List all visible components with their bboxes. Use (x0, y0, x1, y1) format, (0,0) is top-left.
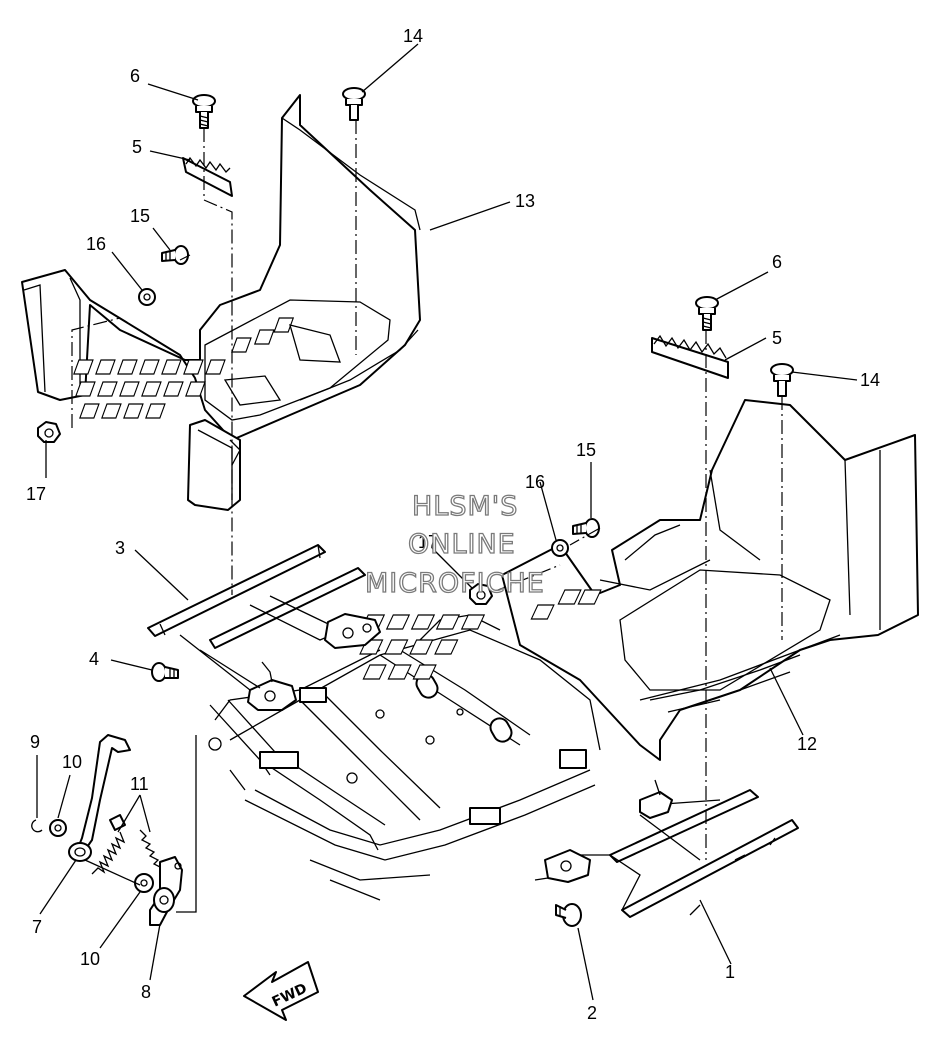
callout-labels: 6 14 5 13 15 16 17 6 5 14 15 16 17 3 4 1… (26, 26, 880, 1023)
callout-16: 16 (86, 234, 106, 254)
bolt-6-right (695, 296, 719, 331)
plate-5-left (182, 156, 233, 197)
watermark-line-1: HLSM'S (412, 491, 518, 522)
right-stay-bracket (544, 779, 799, 918)
left-footrest (21, 94, 421, 511)
left-footrest-grid (73, 317, 295, 419)
fwd-arrow-icon: FWD (243, 961, 319, 1021)
alignment-lines (71, 120, 783, 913)
callout-6-right: 6 (772, 252, 782, 272)
plate-5-right (651, 334, 729, 379)
brake-pedal-assembly (31, 734, 183, 926)
nut-17-left (37, 421, 61, 443)
callout-5: 5 (132, 137, 142, 157)
washer-16-right (551, 539, 569, 557)
callout-5-right: 5 (772, 328, 782, 348)
watermark-line-3: MICROFICHE (365, 568, 545, 599)
callout-4: 4 (89, 649, 99, 669)
callout-16-right: 16 (525, 472, 545, 492)
callout-14-right: 14 (860, 370, 880, 390)
callout-17-right: 17 (418, 532, 438, 552)
watermark: HLSM'S ONLINE MICROFICHE (364, 490, 545, 599)
callout-6: 6 (130, 66, 140, 86)
callout-9: 9 (30, 732, 40, 752)
leader-lines (36, 43, 858, 1001)
callout-2: 2 (587, 1003, 597, 1023)
nut-17-right (469, 583, 493, 605)
callout-10-lower: 10 (80, 949, 100, 969)
callout-17: 17 (26, 484, 46, 504)
right-footrest-grid (359, 589, 602, 680)
fasteners (37, 87, 794, 927)
bolt-6-left (192, 94, 216, 129)
frame-assembly (208, 614, 601, 901)
callout-10: 10 (62, 752, 82, 772)
callout-12: 12 (797, 734, 817, 754)
callout-11: 11 (130, 774, 149, 794)
callout-15: 15 (130, 206, 150, 226)
bolt-15-left (161, 245, 189, 265)
bolt-15-right (572, 518, 600, 538)
left-stay-bracket (147, 544, 381, 711)
callout-13: 13 (515, 191, 535, 211)
callout-14: 14 (403, 26, 423, 46)
callout-15-right: 15 (576, 440, 596, 460)
callout-8: 8 (141, 982, 151, 1002)
bolt-4 (151, 662, 179, 682)
bolt-2 (555, 903, 582, 927)
callout-7: 7 (32, 917, 42, 937)
bolt-14-right (770, 363, 794, 397)
callout-1: 1 (725, 962, 735, 982)
watermark-line-2: ONLINE (408, 529, 516, 560)
right-footrest (359, 399, 919, 761)
callout-3: 3 (115, 538, 125, 558)
washer-16-left (138, 288, 156, 306)
bolt-14-left (342, 87, 366, 121)
